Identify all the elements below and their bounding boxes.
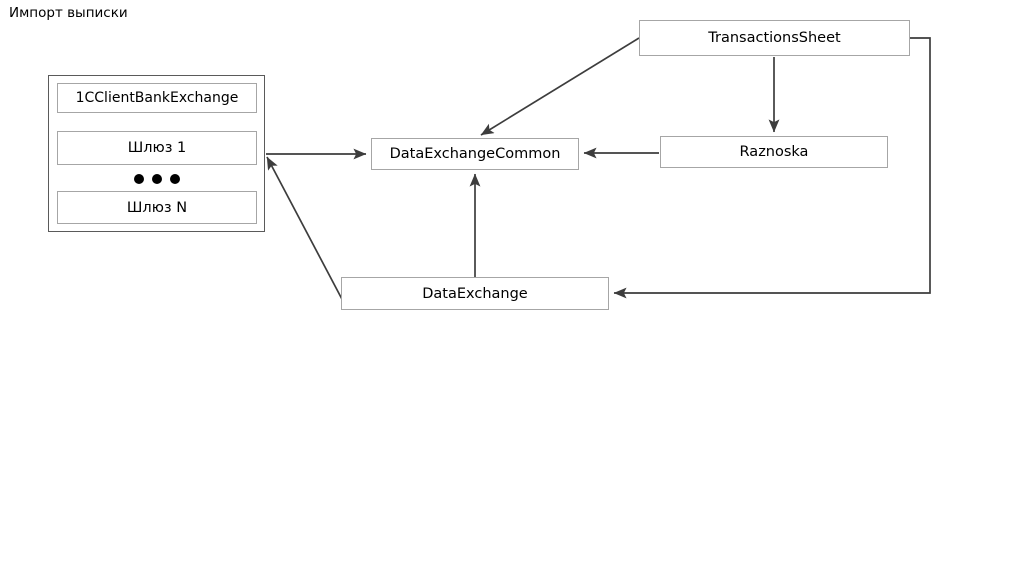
edge-transactionssheet-to-dataexchangecommon — [480, 37, 640, 136]
node-gateway-n[interactable]: Шлюз N — [57, 191, 257, 224]
node-dataexchangecommon[interactable]: DataExchangeCommon — [371, 138, 579, 170]
edge-dataexchange-to-group — [266, 156, 345, 304]
ellipsis-dots — [57, 168, 257, 190]
node-1cclientbankexchange[interactable]: 1CClientBankExchange — [57, 83, 257, 113]
node-raznoska[interactable]: Raznoska — [660, 136, 888, 168]
node-gateway-1[interactable]: Шлюз 1 — [57, 131, 257, 165]
node-transactionssheet[interactable]: TransactionsSheet — [639, 20, 910, 56]
ellipsis-dot-1 — [134, 174, 144, 184]
ellipsis-dot-3 — [170, 174, 180, 184]
ellipsis-dot-2 — [152, 174, 162, 184]
page-title: Импорт выписки — [9, 5, 128, 21]
node-dataexchange[interactable]: DataExchange — [341, 277, 609, 310]
